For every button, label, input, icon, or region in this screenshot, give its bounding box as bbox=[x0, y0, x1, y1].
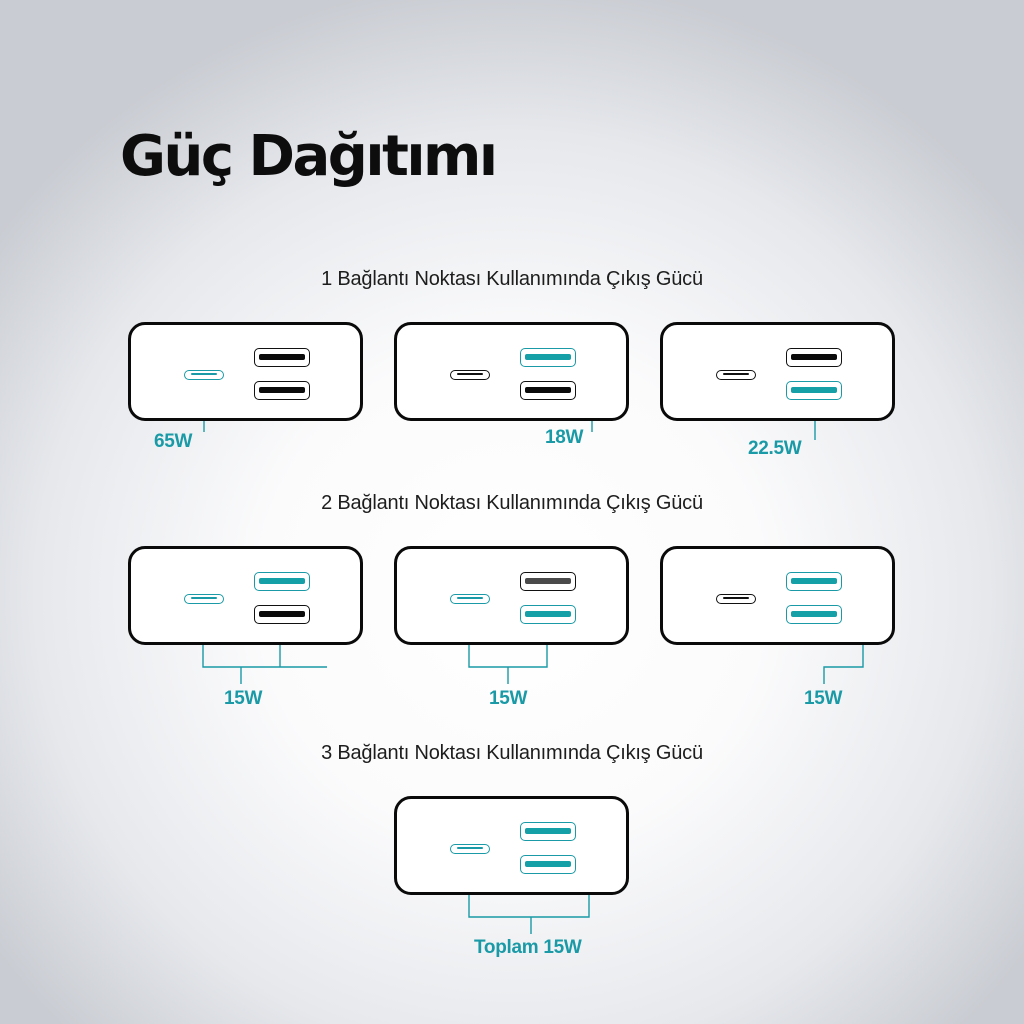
output-label: 22.5W bbox=[748, 438, 802, 459]
usb-a-port-top bbox=[520, 348, 576, 367]
section-3-heading: 3 Bağlantı Noktası Kullanımında Çıkış Gü… bbox=[321, 742, 703, 764]
output-label-total: Toplam 15W bbox=[474, 937, 582, 958]
usb-a-port-top bbox=[520, 572, 576, 591]
usb-c-port bbox=[450, 370, 490, 380]
usb-a-port-bottom bbox=[520, 381, 576, 400]
charger-card-1port-usb-c bbox=[128, 322, 363, 421]
usb-a-port-top bbox=[254, 572, 310, 591]
usb-a-port-top bbox=[786, 348, 842, 367]
usb-c-port bbox=[184, 594, 224, 604]
usb-c-port bbox=[184, 370, 224, 380]
charger-card-2port-a-a bbox=[660, 546, 895, 645]
page-title: Güç Dağıtımı bbox=[120, 124, 498, 189]
charger-card-3port bbox=[394, 796, 629, 895]
output-label: 18W bbox=[545, 427, 584, 448]
usb-a-port-bottom bbox=[786, 605, 842, 624]
usb-a-port-bottom bbox=[786, 381, 842, 400]
section-2-heading: 2 Bağlantı Noktası Kullanımında Çıkış Gü… bbox=[321, 492, 703, 514]
charger-card-2port-c-a-bottom bbox=[394, 546, 629, 645]
charger-card-1port-usb-a-top bbox=[394, 322, 629, 421]
output-label: 15W bbox=[224, 688, 263, 709]
output-label: 15W bbox=[489, 688, 528, 709]
usb-a-port-top bbox=[254, 348, 310, 367]
usb-a-port-bottom bbox=[520, 855, 576, 874]
usb-a-port-bottom bbox=[520, 605, 576, 624]
usb-a-port-bottom bbox=[254, 381, 310, 400]
usb-a-port-top bbox=[786, 572, 842, 591]
usb-c-port bbox=[716, 594, 756, 604]
usb-a-port-top bbox=[520, 822, 576, 841]
charger-card-2port-c-a-top bbox=[128, 546, 363, 645]
section-1-heading: 1 Bağlantı Noktası Kullanımında Çıkış Gü… bbox=[321, 268, 703, 290]
usb-c-port bbox=[450, 844, 490, 854]
output-label: 15W bbox=[804, 688, 843, 709]
charger-card-1port-usb-a-bottom bbox=[660, 322, 895, 421]
output-label: 65W bbox=[154, 431, 193, 452]
usb-a-port-bottom bbox=[254, 605, 310, 624]
usb-c-port bbox=[716, 370, 756, 380]
usb-c-port bbox=[450, 594, 490, 604]
